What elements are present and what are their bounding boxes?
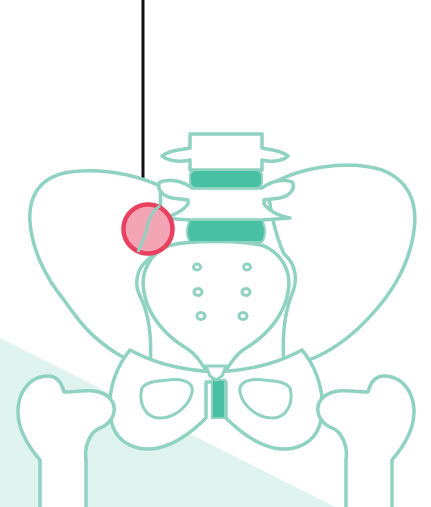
lumbar-vertebra-l4 (162, 134, 288, 170)
left-ilium (30, 171, 161, 366)
right-ilium (268, 165, 415, 366)
pubic-symphysis (212, 380, 225, 418)
right-femur (318, 376, 414, 507)
intervertebral-disc-lower (187, 220, 265, 242)
sacrum (143, 242, 289, 371)
intervertebral-disc-upper (190, 170, 262, 188)
